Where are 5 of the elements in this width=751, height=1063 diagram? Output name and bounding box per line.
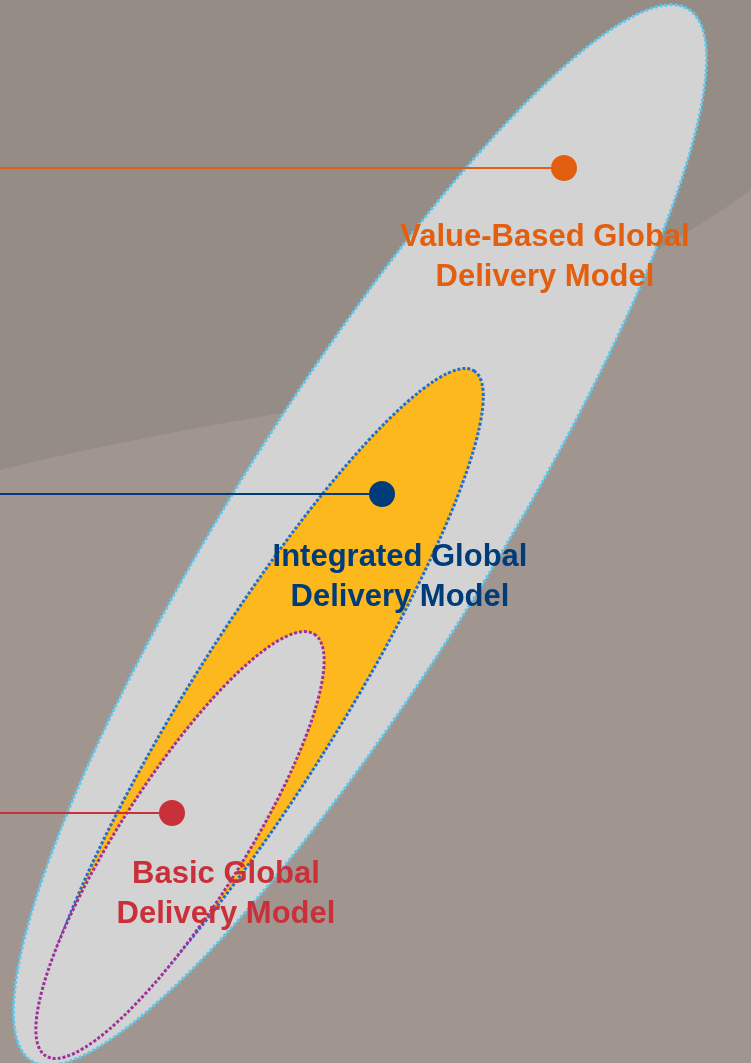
leader-line [0, 167, 552, 169]
region-label: Integrated Global Delivery Model [271, 537, 529, 615]
leader-line [0, 493, 370, 495]
leader-line [0, 812, 160, 814]
region-label: Value-Based Global Delivery Model [399, 217, 691, 295]
